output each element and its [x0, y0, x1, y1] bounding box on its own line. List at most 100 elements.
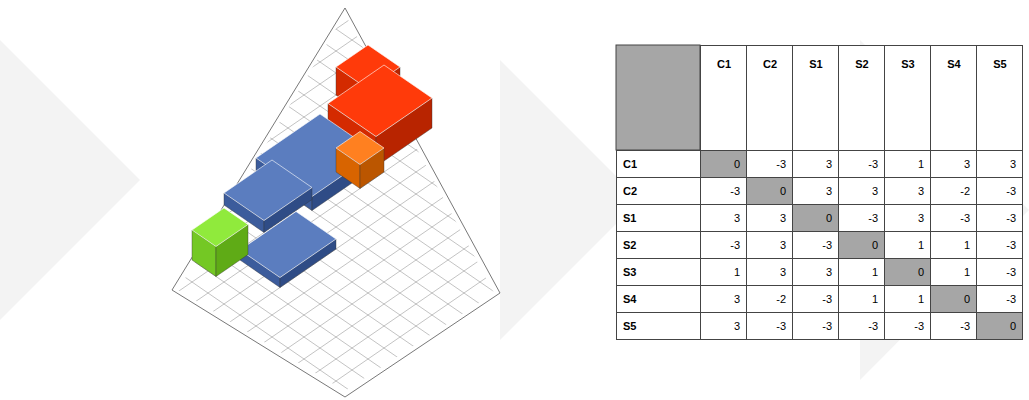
cell-value: 3	[780, 239, 786, 252]
cell-value: 1	[872, 266, 878, 279]
value-cell: -3	[838, 312, 885, 340]
site-outline	[172, 8, 500, 397]
cell-value: 3	[872, 185, 878, 198]
header-cell: S3	[616, 258, 701, 286]
cell-value: -3	[822, 293, 832, 306]
grid-line	[80, 29, 528, 337]
cell-value: 3	[826, 266, 832, 279]
value-cell: 0	[792, 204, 839, 232]
cell-value: 3	[1010, 158, 1016, 171]
value-cell: 3	[976, 150, 1023, 178]
value-cell: -3	[792, 312, 839, 340]
value-cell: 1	[884, 231, 931, 259]
value-cell: 3	[792, 150, 839, 178]
value-cell: -3	[930, 312, 977, 340]
block-top	[240, 212, 336, 278]
cell-value: -3	[1006, 239, 1016, 252]
cell-value: 1	[918, 158, 924, 171]
cell-value: 3	[826, 185, 832, 198]
header-cell: S5	[616, 312, 701, 340]
cell-value: 0	[1010, 320, 1016, 333]
value-cell: 3	[746, 231, 793, 259]
value-cell: 3	[792, 177, 839, 205]
block-top	[336, 132, 384, 165]
cell-value: 0	[918, 266, 924, 279]
value-cell: -3	[976, 204, 1023, 232]
cell-value: 0	[826, 212, 832, 225]
cell-value: 3	[826, 158, 832, 171]
cell-value: -3	[1006, 266, 1016, 279]
value-cell: -3	[792, 231, 839, 259]
cell-value: 0	[872, 239, 878, 252]
value-cell: 3	[746, 258, 793, 286]
cell-value: 1	[964, 239, 970, 252]
grid-line	[384, 0, 704, 194]
grid-line	[48, 205, 368, 400]
block-top	[328, 65, 432, 137]
cell-value: 3	[780, 266, 786, 279]
cell-value: 3	[734, 320, 740, 333]
grid-line	[176, 117, 496, 337]
header-text: S1	[809, 58, 822, 71]
value-cell: 1	[884, 150, 931, 178]
building-blocks	[192, 45, 432, 288]
cell-value: -3	[1006, 185, 1016, 198]
header-cell: C2	[616, 177, 701, 205]
value-cell: -3	[838, 150, 885, 178]
building-block	[336, 132, 384, 189]
grid-line	[112, 51, 560, 359]
grid-line	[0, 249, 304, 400]
grid-line	[272, 161, 720, 400]
header-cell: S1	[616, 204, 701, 232]
cell-value: 0	[964, 293, 970, 306]
header-text: S4	[623, 293, 636, 306]
header-text: S3	[623, 266, 636, 279]
header-cell: S4	[616, 285, 701, 313]
value-cell: 3	[930, 150, 977, 178]
header-cell: S1	[792, 45, 839, 151]
header-cell: C1	[700, 45, 747, 151]
header-text: C2	[763, 58, 777, 71]
cell-value: 3	[964, 158, 970, 171]
cell-value: 3	[734, 212, 740, 225]
value-cell: 3	[884, 204, 931, 232]
cell-value: -3	[822, 239, 832, 252]
value-cell: -2	[930, 177, 977, 205]
header-cell: S5	[976, 45, 1023, 151]
cell-value: -3	[868, 320, 878, 333]
header-text: C1	[623, 158, 637, 171]
value-cell: 0	[930, 285, 977, 313]
value-cell: 0	[746, 177, 793, 205]
grid-line	[416, 0, 736, 172]
cell-value: -3	[960, 320, 970, 333]
cell-value: 3	[734, 293, 740, 306]
header-text: S2	[855, 58, 868, 71]
header-text: S5	[993, 58, 1006, 71]
cell-value: 1	[918, 239, 924, 252]
value-cell: 1	[838, 258, 885, 286]
cell-value: -3	[822, 320, 832, 333]
value-cell: 3	[884, 177, 931, 205]
value-cell: 1	[930, 231, 977, 259]
cell-value: 0	[780, 185, 786, 198]
grid-line	[128, 62, 576, 370]
grid-line	[64, 194, 384, 400]
cell-value: -2	[960, 185, 970, 198]
value-cell: -3	[976, 285, 1023, 313]
watermark	[0, 40, 1029, 380]
cell-value: -3	[730, 185, 740, 198]
cell-value: 1	[918, 293, 924, 306]
cell-value: 0	[734, 158, 740, 171]
grid-line	[80, 183, 400, 400]
cell-value: -3	[868, 212, 878, 225]
value-cell: 3	[700, 204, 747, 232]
cell-value: 3	[918, 185, 924, 198]
header-cell: C2	[746, 45, 793, 151]
cell-value: -3	[730, 239, 740, 252]
value-cell: -3	[746, 150, 793, 178]
corner-cell	[616, 45, 700, 150]
value-cell: 0	[976, 312, 1023, 340]
header-cell: S3	[884, 45, 931, 151]
value-cell: 3	[792, 258, 839, 286]
